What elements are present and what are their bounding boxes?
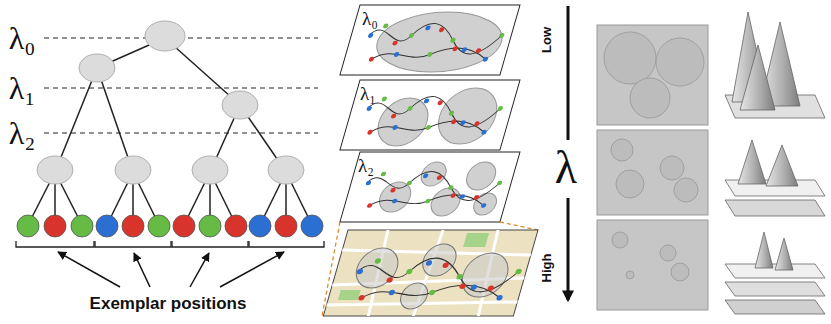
axis-symbol: λ <box>555 145 577 191</box>
plane-label: λ₂ <box>358 156 374 175</box>
level-label: λ₂ <box>9 117 36 149</box>
plane-label: λ₁ <box>360 84 376 103</box>
axis-end-label: High <box>540 254 553 283</box>
level-label: λ₀ <box>9 22 36 54</box>
axis-end-label: Low <box>540 27 553 53</box>
level-label: λ₁ <box>9 72 36 104</box>
plane-label: λ₀ <box>362 9 378 28</box>
caption-label: Exemplar positions <box>90 295 247 312</box>
